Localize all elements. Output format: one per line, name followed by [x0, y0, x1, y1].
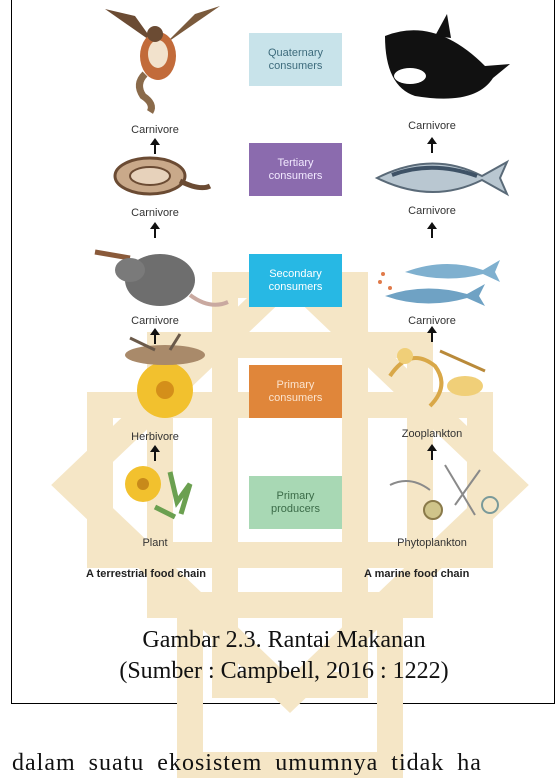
level-tertiary-consumers: Tertiary consumers — [249, 143, 342, 196]
up-arrow-icon — [427, 444, 437, 460]
level-label: Primary producers — [271, 490, 320, 516]
terrestrial-label-quaternary: Carnivore — [85, 124, 225, 136]
figure-caption-source: (Sumber : Campbell, 2016 : 1222) — [12, 658, 555, 685]
terrestrial-label-primary-consumers: Herbivore — [85, 431, 225, 443]
figure-caption-title: Gambar 2.3. Rantai Makanan — [12, 627, 555, 654]
terrestrial-label-secondary: Carnivore — [85, 315, 225, 327]
marine-label-tertiary: Carnivore — [362, 205, 502, 217]
hawk-illustration — [95, 4, 225, 114]
up-arrow-icon — [150, 328, 160, 344]
shrew-illustration — [90, 240, 230, 315]
phytoplankton-illustration — [385, 460, 515, 530]
up-arrow-icon — [427, 326, 437, 342]
level-primary-consumers: Primary consumers — [249, 365, 342, 418]
up-arrow-icon — [427, 222, 437, 238]
terrestrial-chain-title: A terrestrial food chain — [86, 568, 206, 580]
marine-chain-title: A marine food chain — [364, 568, 469, 580]
tuna-illustration — [372, 150, 512, 205]
orca-illustration — [375, 6, 515, 111]
level-primary-producers: Primary producers — [249, 476, 342, 529]
marine-label-quaternary: Carnivore — [362, 120, 502, 132]
up-arrow-icon — [150, 138, 160, 154]
marine-label-producers: Phytoplankton — [362, 537, 502, 549]
up-arrow-icon — [150, 222, 160, 238]
body-text-line: dalam suatu ekosistem umumnya tidak ha — [12, 750, 482, 777]
marine-label-primary-consumers: Zooplankton — [362, 428, 502, 440]
level-label: Secondary consumers — [269, 268, 323, 294]
grasshopper-illustration — [110, 330, 220, 420]
terrestrial-label-producers: Plant — [85, 537, 225, 549]
level-quaternary-consumers: Quaternary consumers — [249, 33, 342, 86]
level-secondary-consumers: Secondary consumers — [249, 254, 342, 307]
up-arrow-icon — [150, 445, 160, 461]
terrestrial-label-tertiary: Carnivore — [85, 207, 225, 219]
up-arrow-icon — [427, 137, 437, 153]
level-label: Primary consumers — [269, 379, 323, 405]
zooplankton-illustration — [380, 336, 510, 421]
snake-illustration — [110, 146, 220, 206]
level-label: Tertiary consumers — [269, 157, 323, 183]
level-label: Quaternary consumers — [268, 47, 323, 73]
plant-illustration — [115, 462, 205, 524]
fish-school-illustration — [375, 252, 515, 314]
